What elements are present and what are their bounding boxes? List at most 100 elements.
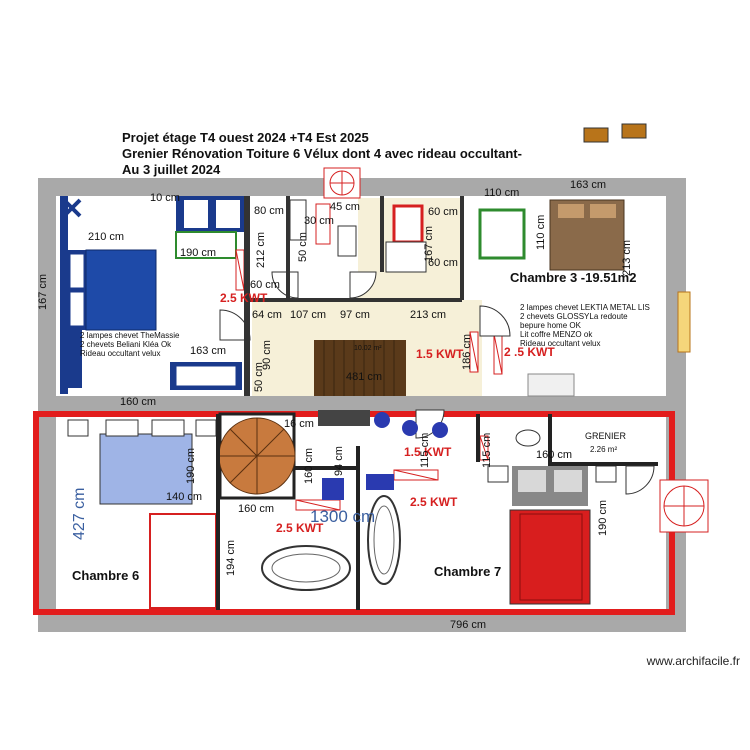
spiral-steps <box>219 418 295 494</box>
dimension-label: 60 cm <box>250 279 280 291</box>
pillow-c7-2 <box>554 470 582 492</box>
interior-walls-lower <box>216 414 658 610</box>
room-label-chambre7: Chambre 7 <box>434 564 501 579</box>
room-label-chambre3: Chambre 3 -19.51m2 <box>510 270 636 285</box>
velux-window <box>469 331 479 373</box>
blue-fixture-1 <box>374 412 390 428</box>
dimension-label: 97 cm <box>340 309 370 321</box>
watermark: www.archifacile.fr <box>646 654 740 668</box>
green-zone-right <box>478 208 526 260</box>
note-line: 2 chevets GLOSSYLa redoute <box>520 312 628 321</box>
dimension-label: 110 cm <box>484 187 519 199</box>
dimension-label: 213 cm <box>621 240 633 276</box>
door-bath <box>349 271 377 299</box>
stair-steps <box>323 340 395 396</box>
nightstand-c7-1 <box>487 465 509 483</box>
dimension-label: 10 cm <box>150 192 180 204</box>
dimension-label: 212 cm <box>255 232 267 268</box>
dimension-label: 80 cm <box>254 205 284 217</box>
exterior-stair <box>677 291 691 353</box>
corner-diag-2 <box>62 198 82 218</box>
sink-upper <box>337 225 357 257</box>
power-label: 2.5 KWT <box>410 495 458 509</box>
desk-item-2 <box>216 200 240 228</box>
dimension-label: 160 cm <box>120 396 156 408</box>
plan-title-line3: Au 3 juillet 2024 <box>122 162 221 177</box>
blue-fixture-2 <box>402 420 418 436</box>
dimension-label: 160 cm <box>238 503 274 515</box>
plan-title-line1: Projet étage T4 ouest 2024 +T4 Est 2025 <box>122 130 369 145</box>
desk-chambre3 <box>527 373 575 397</box>
dimension-label: 64 cm <box>252 309 282 321</box>
pillow-c3-1 <box>558 204 584 218</box>
dimension-label: 163 cm <box>570 179 606 191</box>
dimension-label: 50 cm <box>253 362 265 392</box>
floor-separator <box>38 396 686 410</box>
wall-shelf <box>60 196 68 394</box>
dimension-label: 167 cm <box>37 274 49 310</box>
bathtub-right-inner <box>373 505 395 575</box>
dimension-label: 190 cm <box>185 448 197 484</box>
plan-title-line2: Grenier Rénovation Toiture 6 Vélux dont … <box>122 146 522 161</box>
blue-fixture-3 <box>432 422 448 438</box>
bed-blue-mattress <box>85 249 157 331</box>
note-line: 2 lampes chevet LEKTIA METAL LIS <box>520 303 650 312</box>
green-zone-left <box>175 231 237 259</box>
power-label: 2 .5 KWT <box>504 345 555 359</box>
roof-window-icon <box>659 479 709 533</box>
dimension-label: 167 cm <box>423 226 435 262</box>
dimension-label: 60 cm <box>428 257 458 269</box>
dimension-label: 796 cm <box>450 619 486 631</box>
dresser-top <box>175 365 237 387</box>
nightstand-c6-1 <box>67 419 89 437</box>
note-line: bepure home OK <box>520 321 582 330</box>
power-label: 2.5 KWT <box>220 291 268 305</box>
note-line: Lit coffre MENZO ok <box>520 330 593 339</box>
room-area-palier: 10.02 m² <box>354 345 382 352</box>
red-appliance <box>315 203 331 245</box>
roof-window-icon <box>323 167 361 199</box>
nightstand-c6-2 <box>195 419 217 437</box>
dimension-label: 194 cm <box>225 540 237 576</box>
stairs-upper <box>314 340 406 396</box>
dimension-label: 110 cm <box>535 215 547 250</box>
desk-item-1 <box>184 200 208 228</box>
dimension-label: 160 cm <box>536 449 572 461</box>
dimension-label: 60 cm <box>428 206 458 218</box>
shower-tray <box>392 204 424 244</box>
toilet-lower <box>515 429 541 447</box>
closet-chambre6 <box>149 513 217 609</box>
dimension-label: 94 cm <box>333 446 345 476</box>
bathtub-left <box>261 545 351 591</box>
bathtub-left-inner <box>271 553 341 583</box>
dimension-label: 115 cm <box>419 433 431 468</box>
dimension-label: 45 cm <box>330 201 360 213</box>
dimension-label: 210 cm <box>88 231 124 243</box>
pillow-1 <box>69 253 85 289</box>
dimension-label: 1300 cm <box>310 507 375 526</box>
interior-walls-upper <box>244 196 464 396</box>
shower <box>385 241 427 273</box>
velux-window <box>393 469 439 481</box>
dimension-label: 163 cm <box>190 345 226 357</box>
dimension-label: 186 cm <box>461 334 473 370</box>
power-label: 1.5 KWT <box>416 347 464 361</box>
dimension-label: 50 cm <box>297 232 309 262</box>
lower-sink-blue-2 <box>366 474 394 490</box>
top-furniture-left <box>583 127 609 143</box>
dimension-label: 115 cm <box>481 433 493 468</box>
room-label-grenier: GRENIER <box>585 431 627 441</box>
dimension-label: 90 cm <box>261 340 273 370</box>
room-area-grenier: 2.26 m² <box>590 445 617 454</box>
nightstand-blue <box>68 330 82 388</box>
dimension-label: 190 cm <box>180 247 216 259</box>
dimension-label: 107 cm <box>290 309 326 321</box>
velux-window <box>295 499 341 511</box>
pillow-2 <box>69 291 85 327</box>
top-furniture-right <box>621 123 647 139</box>
bed-c7-outline <box>519 513 583 601</box>
pillow-c7-1 <box>518 470 546 492</box>
door-right <box>479 305 511 337</box>
note-line: Rideau occultant velux <box>520 339 601 348</box>
